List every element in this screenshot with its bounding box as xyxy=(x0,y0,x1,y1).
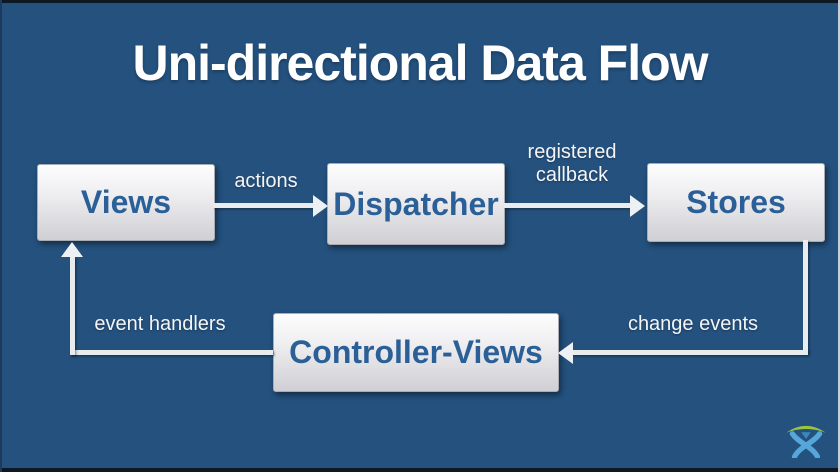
arrow-dispatcher-to-stores-line xyxy=(504,203,632,208)
edge-label-actions: actions xyxy=(234,170,298,192)
arrow-up-icon xyxy=(61,242,83,257)
bottom-letterbox-bar xyxy=(0,468,840,472)
node-controller-views-label: Controller-Views xyxy=(289,334,543,370)
slide-title: Uni-directional Data Flow xyxy=(132,35,708,91)
arrow-stores-to-controller-vertical-line xyxy=(803,240,808,352)
edge-label-change-events: change events xyxy=(627,313,759,335)
edge-label-event-handlers: event handlers xyxy=(94,313,226,335)
node-stores: Stores xyxy=(647,163,825,242)
node-dispatcher-label: Dispatcher xyxy=(333,185,499,222)
node-controller-views: Controller-Views xyxy=(273,313,559,392)
top-letterbox-bar xyxy=(0,0,840,3)
arrow-right-icon xyxy=(313,195,328,217)
node-stores-label: Stores xyxy=(686,184,786,220)
arrow-stores-to-controller-horizontal-line xyxy=(571,350,808,355)
node-dispatcher: Dispatcher xyxy=(327,163,505,245)
node-views-label: Views xyxy=(80,184,172,220)
arrow-right-icon xyxy=(630,195,645,217)
left-frame-edge xyxy=(0,0,2,472)
atlassian-logo-icon xyxy=(786,425,826,458)
arrow-left-icon xyxy=(558,342,573,364)
arrow-controller-to-views-horizontal-line xyxy=(70,350,273,355)
edge-label-registered-callback: registered callback xyxy=(527,141,617,186)
arrow-controller-to-views-vertical-line xyxy=(70,256,75,355)
right-frame-edge xyxy=(838,0,840,472)
node-views: Views xyxy=(37,164,215,241)
arrow-views-to-dispatcher-line xyxy=(213,203,315,208)
